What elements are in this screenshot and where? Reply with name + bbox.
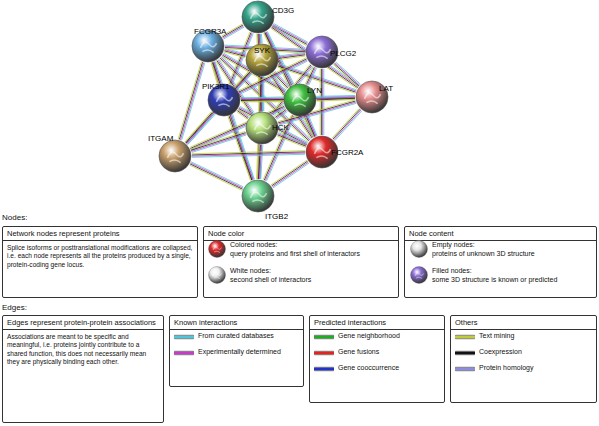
structure-motif xyxy=(364,93,380,104)
legend-text: Empty nodes: xyxy=(432,241,475,248)
edge-sample xyxy=(174,333,194,341)
protein-label: CD3G xyxy=(272,6,294,15)
association-edge xyxy=(257,145,263,179)
protein-node: PIK3R1 xyxy=(207,83,241,117)
edge-sample xyxy=(314,365,334,373)
legend-panel: Node content xyxy=(404,226,597,298)
protein-node: PLCG2 xyxy=(305,35,339,69)
protein-node: LAT xyxy=(355,80,389,114)
association-edge xyxy=(332,108,362,140)
panel-heading: Node color xyxy=(204,227,398,241)
structure-motif xyxy=(250,192,266,203)
sphere-graphic xyxy=(241,0,275,34)
node-sample xyxy=(208,266,226,284)
section-heading: Edges: xyxy=(2,303,27,312)
sphere-graphic xyxy=(241,179,275,213)
association-edge xyxy=(190,162,244,190)
panel-body: Associations are meant to be specific an… xyxy=(3,330,163,370)
structure-motif xyxy=(200,42,216,53)
legend-panel: Edges represent protein-protein associat… xyxy=(2,315,164,423)
association-edge xyxy=(333,62,360,87)
protein-node: FCGR2A xyxy=(305,135,339,169)
legend-description: second shell of interactors xyxy=(230,276,311,283)
protein-label: FCGR2A xyxy=(331,148,363,157)
legend-text: Filled nodes: xyxy=(432,267,472,274)
association-edge xyxy=(277,133,307,148)
legend-text: Gene fusions xyxy=(338,348,379,355)
association-edge xyxy=(279,52,306,59)
legend-text: Colored nodes: xyxy=(230,241,277,248)
node-sample xyxy=(410,240,428,258)
section-heading: Nodes: xyxy=(2,213,27,222)
legend-text: White nodes: xyxy=(230,267,271,274)
panel-heading: Edges represent protein-protein associat… xyxy=(3,316,163,330)
node-sample xyxy=(410,266,428,284)
protein-node: ITGB2 xyxy=(241,179,275,213)
edge-sample xyxy=(174,349,194,357)
protein-label: LYN xyxy=(307,86,322,95)
association-edge xyxy=(192,151,305,158)
legend-text: Protein homology xyxy=(479,364,533,371)
legend-text: Gene neighborhood xyxy=(338,332,400,339)
structure-motif xyxy=(254,124,270,135)
edge-sample xyxy=(314,333,334,341)
structure-motif xyxy=(292,96,308,107)
edge-sample xyxy=(455,349,475,357)
association-edge xyxy=(320,69,324,135)
protein-node: HCK xyxy=(245,111,279,145)
structure-motif xyxy=(254,56,270,67)
edge-sample xyxy=(455,333,475,341)
panel-heading: Network nodes represent proteins xyxy=(3,227,197,241)
association-edge xyxy=(191,131,247,152)
edge-sample xyxy=(314,349,334,357)
legend-text: Coexpression xyxy=(479,348,522,355)
panel-heading: Known interactions xyxy=(170,316,303,330)
legend-description: query proteins and first shell of intera… xyxy=(230,250,360,257)
legend-text: Gene cooccurrence xyxy=(338,364,399,371)
legend-panel: Node color xyxy=(203,226,399,298)
sphere-graphic xyxy=(158,139,192,173)
panel-heading: Node content xyxy=(405,227,596,241)
structure-motif xyxy=(314,148,330,159)
protein-node: SYK xyxy=(245,43,279,77)
protein-label: PIK3R1 xyxy=(202,82,230,91)
association-edge xyxy=(190,105,285,150)
legend-description: proteins of unknown 3D structure xyxy=(432,250,535,257)
legend-text: Text mining xyxy=(479,332,514,339)
protein-label: FCGR3A xyxy=(194,27,226,36)
association-edge xyxy=(317,96,355,101)
structure-motif xyxy=(213,247,222,253)
protein-node: LYN xyxy=(283,83,317,117)
protein-node: FCGR3A xyxy=(191,29,225,63)
edge-sample xyxy=(455,365,475,373)
legend-text: From curated databases xyxy=(198,332,274,339)
panel-heading: Others xyxy=(451,316,596,330)
protein-label: HCK xyxy=(272,123,289,132)
structure-motif xyxy=(167,152,183,163)
structure-motif xyxy=(213,273,222,279)
legend-description: some 3D structure is known or predicted xyxy=(432,276,557,283)
structure-motif xyxy=(415,273,424,279)
protein-node: CD3G xyxy=(241,0,275,34)
association-edge xyxy=(271,25,359,88)
structure-motif xyxy=(216,96,232,107)
node-sample xyxy=(208,240,226,258)
panel-heading: Predicted interactions xyxy=(310,316,444,330)
legend-panel: Predicted interactions xyxy=(309,315,445,403)
association-edge xyxy=(271,160,309,188)
legend-panel: Others xyxy=(450,315,597,403)
association-edge xyxy=(305,115,317,137)
legend-text: Experimentally determined xyxy=(198,348,281,355)
structure-motif xyxy=(314,48,330,59)
legend-panel: Network nodes represent proteinsSplice i… xyxy=(2,226,198,298)
protein-label: LAT xyxy=(379,84,393,93)
panel-body: Splice isoforms or posttranslational mod… xyxy=(3,241,197,272)
protein-label: ITGAM xyxy=(148,134,173,143)
protein-node: ITGAM xyxy=(158,139,192,173)
protein-label: ITGB2 xyxy=(265,212,288,221)
structure-motif xyxy=(250,13,266,24)
protein-label: PLCG2 xyxy=(330,49,356,58)
protein-label: SYK xyxy=(254,46,270,55)
